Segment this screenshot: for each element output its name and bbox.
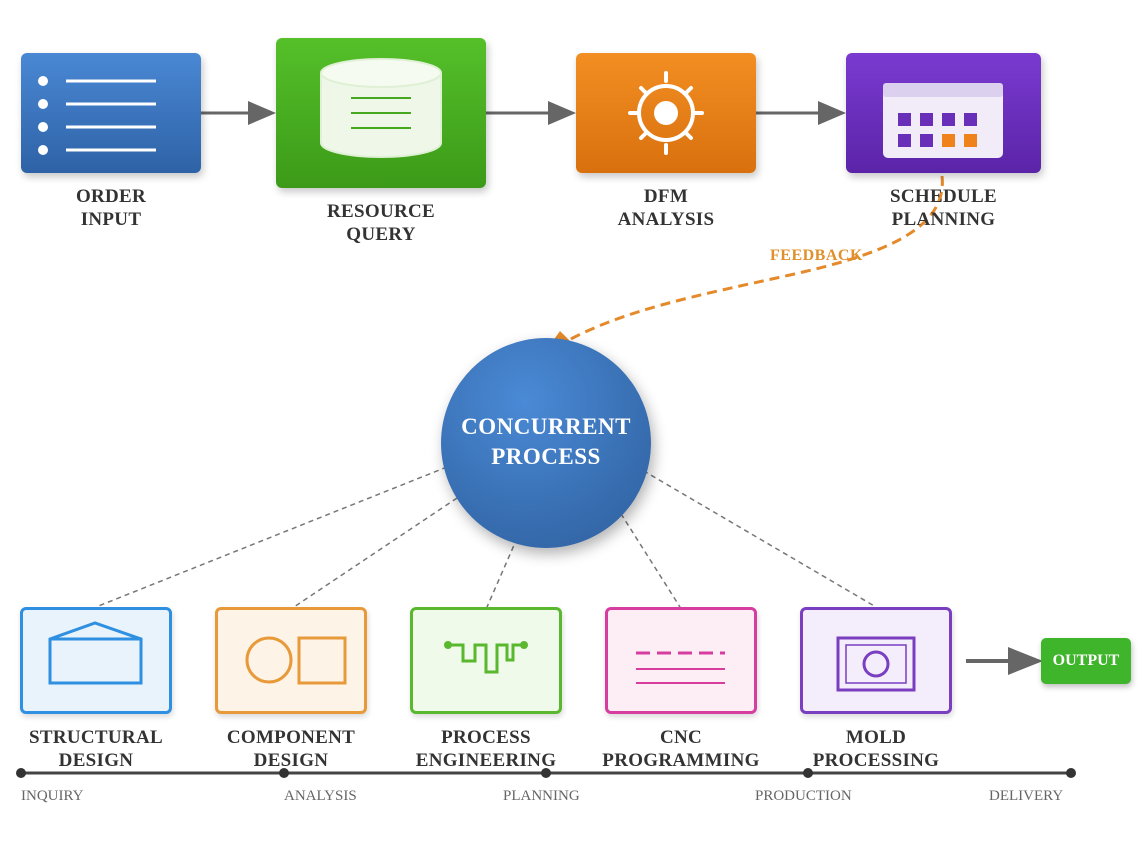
signal-icon	[444, 641, 528, 674]
timeline-label-analysis: ANALYSIS	[284, 788, 357, 804]
resource-query-box[interactable]	[276, 38, 486, 188]
timeline	[16, 768, 1076, 778]
code-lines-icon	[636, 651, 725, 684]
timeline-dot	[803, 768, 813, 778]
database-icon	[320, 58, 442, 158]
timeline-dot	[279, 768, 289, 778]
calendar-icon	[883, 83, 1003, 158]
schedule-planning-box[interactable]	[846, 53, 1041, 173]
component-design-box[interactable]	[215, 607, 367, 714]
timeline-label-delivery: DELIVERY	[989, 788, 1064, 804]
list-icon	[38, 76, 156, 155]
structure-icon	[48, 621, 143, 685]
output-button[interactable]: OUTPUT	[1041, 638, 1131, 684]
timeline-label-inquiry: INQUIRY	[21, 788, 84, 804]
mold-processing-box[interactable]	[800, 607, 952, 714]
structural-design-box[interactable]	[20, 607, 172, 714]
mold-icon	[836, 636, 916, 692]
gear-icon	[628, 71, 704, 155]
timeline-label-planning: PLANNING	[503, 788, 580, 804]
dfm-analysis-box[interactable]	[576, 53, 756, 173]
timeline-dot	[16, 768, 26, 778]
order-input-box[interactable]	[21, 53, 201, 173]
timeline-label-production: PRODUCTION	[755, 788, 852, 804]
feedback-label: FEEDBACK	[770, 247, 863, 264]
components-icon	[245, 636, 347, 685]
timeline-dot	[1066, 768, 1076, 778]
timeline-dot	[541, 768, 551, 778]
top-flow-arrows	[201, 101, 846, 125]
cnc-programming-box[interactable]	[605, 607, 757, 714]
process-engineering-box[interactable]	[410, 607, 562, 714]
concurrent-process-node[interactable]	[441, 338, 651, 548]
output-arrow	[966, 647, 1043, 675]
